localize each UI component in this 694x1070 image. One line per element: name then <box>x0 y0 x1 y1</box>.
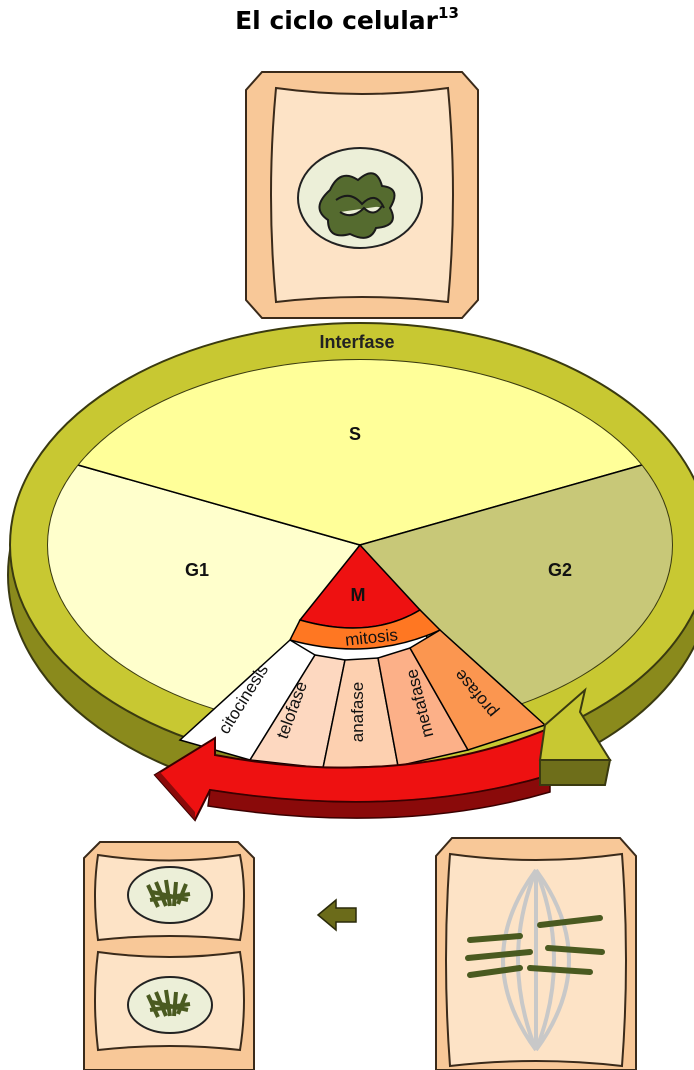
left-arrow-icon <box>318 900 356 930</box>
daughter-cells <box>84 842 254 1070</box>
interphase-cell <box>246 72 478 318</box>
s-label: S <box>349 424 361 444</box>
phase-anafase: anafase <box>348 682 367 743</box>
m-label: M <box>351 585 366 605</box>
interfase-label: Interfase <box>319 332 394 352</box>
g1-label: G1 <box>185 560 209 580</box>
metaphase-cell <box>436 838 636 1070</box>
cycle-wheel: Interfase S G1 G2 M mitosis citocinesis … <box>0 323 694 820</box>
g2-label: G2 <box>548 560 572 580</box>
